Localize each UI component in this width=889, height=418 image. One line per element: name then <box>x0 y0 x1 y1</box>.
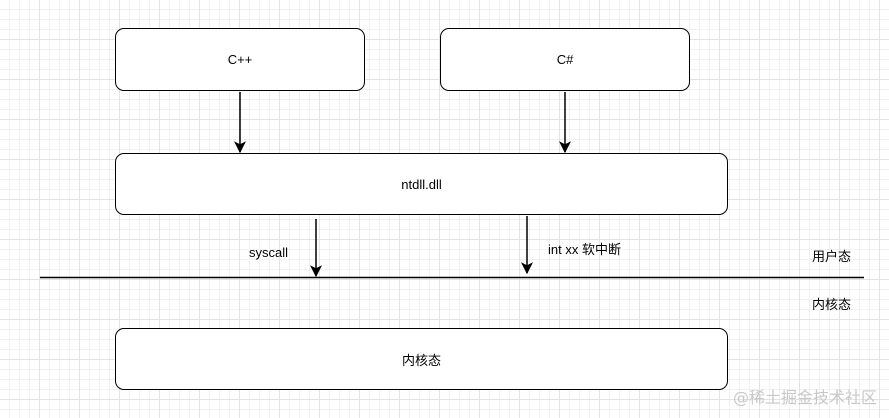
ntdll-node-label: ntdll.dll <box>401 176 442 192</box>
cpp-node-label: C++ <box>227 52 253 67</box>
syscall-label: syscall <box>249 245 289 260</box>
watermark-text: @稀土掘金技术社区 <box>732 388 877 407</box>
csharp-node: C# <box>440 28 690 91</box>
csharp-node-label: C# <box>556 52 574 67</box>
cpp-node: C++ <box>115 28 365 91</box>
user-mode-label: 用户态 <box>812 249 852 264</box>
kernel-node-label: 内核态 <box>401 352 441 368</box>
kernel-node: 内核态 <box>115 328 728 390</box>
int-interrupt-label: int xx 软中断 <box>548 242 621 257</box>
kernel-mode-label: 内核态 <box>812 297 852 312</box>
ntdll-node: ntdll.dll <box>115 153 728 215</box>
